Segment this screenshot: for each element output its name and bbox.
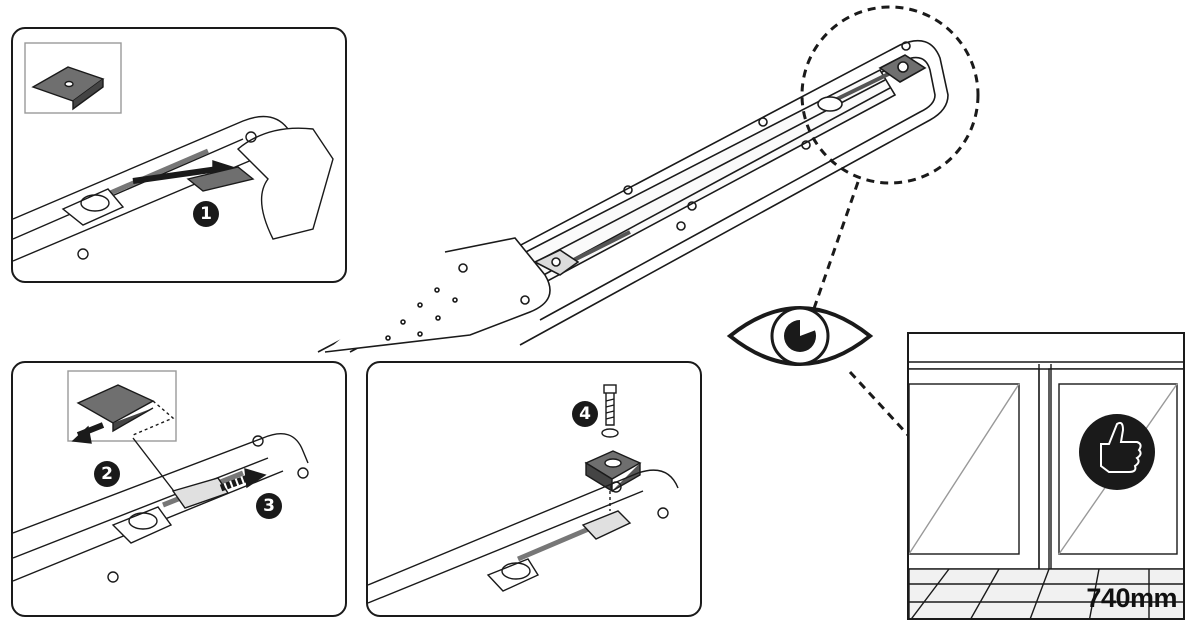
- callout-leader: [808, 181, 860, 321]
- step-1-panel: 1: [11, 27, 347, 283]
- step-4-panel: 4: [366, 361, 702, 617]
- screw-icon: [603, 384, 617, 426]
- step-2-number: 2: [94, 461, 120, 487]
- height-measurement-label: 740mm: [1086, 583, 1177, 613]
- step-4-number: 4: [572, 401, 598, 427]
- clip-insert: [186, 166, 255, 192]
- door-height-panel: 740mm: [907, 332, 1185, 620]
- thumbs-up-icon: [1079, 414, 1155, 490]
- step-3-number: 3: [256, 493, 282, 519]
- step-1-number: 1: [193, 201, 219, 227]
- detail-callout-circle: [800, 5, 980, 185]
- clip-slide: [171, 477, 230, 509]
- eye-icon: [726, 306, 874, 366]
- step-2-3-panel: 2 3: [11, 361, 347, 617]
